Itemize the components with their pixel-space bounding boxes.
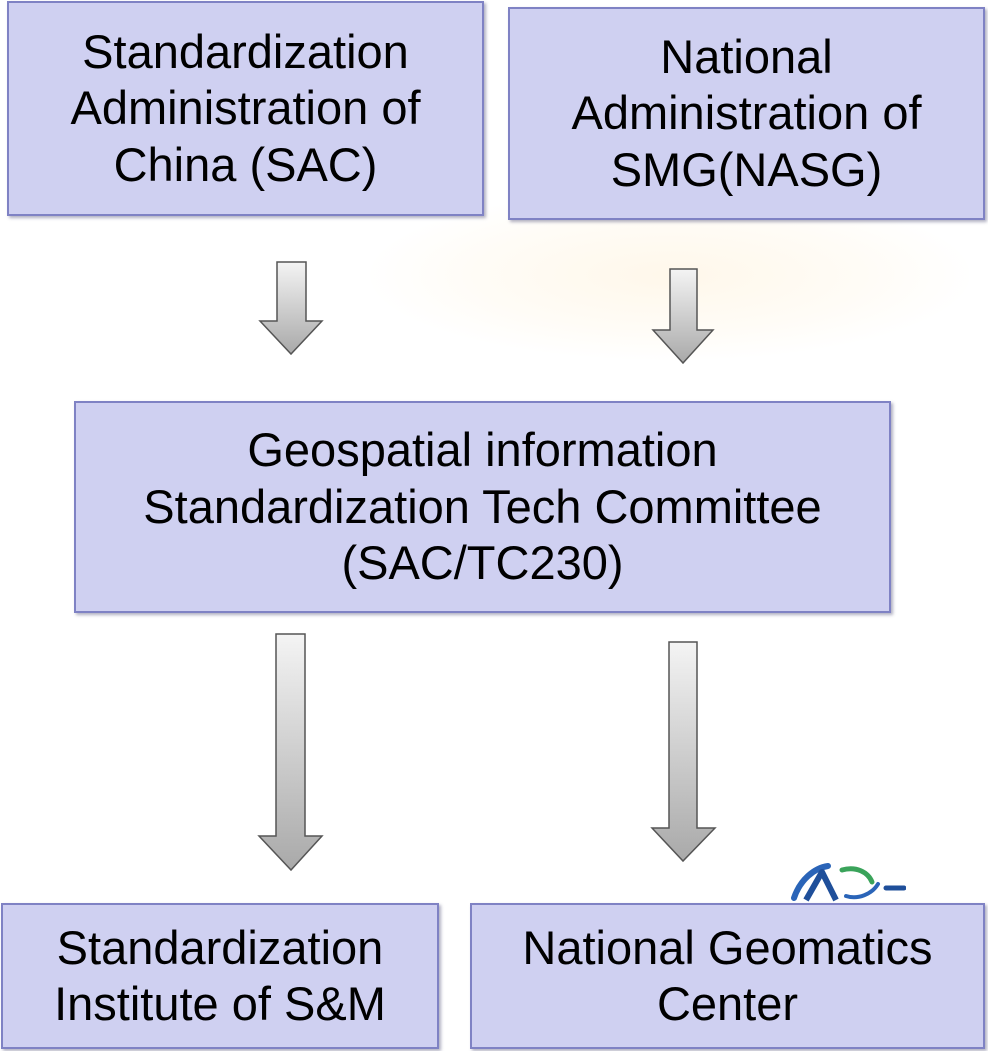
down-arrow-icon bbox=[650, 641, 717, 863]
down-arrow-icon bbox=[257, 633, 324, 872]
down-arrow-icon bbox=[258, 261, 324, 356]
box-nasg: National Administration of SMG(NASG) bbox=[508, 7, 985, 220]
box-tc230: Geospatial information Standardization T… bbox=[74, 401, 891, 613]
box-sac: Standardization Administration of China … bbox=[7, 1, 484, 216]
box-institute: Standardization Institute of S&M bbox=[1, 903, 439, 1049]
box-ngc: National Geomatics Center bbox=[470, 903, 985, 1049]
organization-logo-icon bbox=[791, 863, 906, 902]
down-arrow-icon bbox=[651, 268, 715, 365]
